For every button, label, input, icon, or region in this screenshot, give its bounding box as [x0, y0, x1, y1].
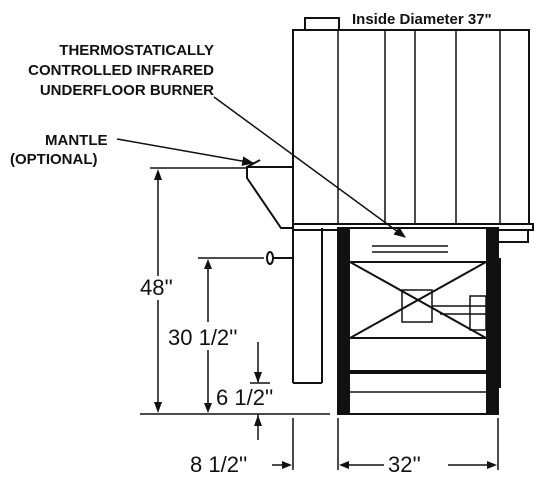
mantle-label: MANTLE (OPTIONAL) — [10, 132, 108, 168]
tank-body — [292, 29, 530, 227]
front-panel — [292, 228, 323, 384]
dim-overall-height — [140, 167, 330, 415]
burner-label-line3: UNDERFLOOR BURNER — [40, 82, 214, 99]
tank-panel-lines — [337, 30, 501, 226]
mantle-label-line2: (OPTIONAL) — [10, 151, 98, 168]
burner-label-line2: CONTROLLED INFRARED — [28, 62, 214, 79]
inside-diameter-label: Inside Diameter 37" — [352, 11, 492, 28]
burner-leader-line — [213, 96, 406, 238]
mantle-shelf — [246, 159, 294, 229]
burner-frame — [337, 227, 499, 415]
dim-bottom — [272, 418, 499, 470]
burner-label-line1: THERMOSTATICALLY — [59, 42, 214, 59]
burner-base-bands — [350, 370, 486, 393]
dim-overall-height-label: 48'' — [140, 275, 173, 300]
mantle-label-line1: MANTLE — [45, 132, 108, 149]
burner-label: THERMOSTATICALLY CONTROLLED INFRARED UND… — [28, 42, 214, 99]
dim-handle-height — [198, 257, 264, 413]
mantle-leader-line — [116, 138, 255, 166]
dim-handle-height-label: 30 1/2'' — [168, 325, 238, 350]
dim-floor-offset-label: 6 1/2'' — [216, 385, 273, 410]
burner-assembly — [372, 245, 487, 331]
door-handle — [266, 251, 293, 265]
burner-cross-bracing — [349, 261, 487, 339]
dim-base-width-label: 32'' — [388, 452, 421, 477]
dim-floor-offset — [250, 342, 270, 440]
burner-posts — [338, 228, 498, 414]
dim-side-offset-label: 8 1/2'' — [190, 452, 247, 477]
vent-cap — [304, 17, 340, 31]
